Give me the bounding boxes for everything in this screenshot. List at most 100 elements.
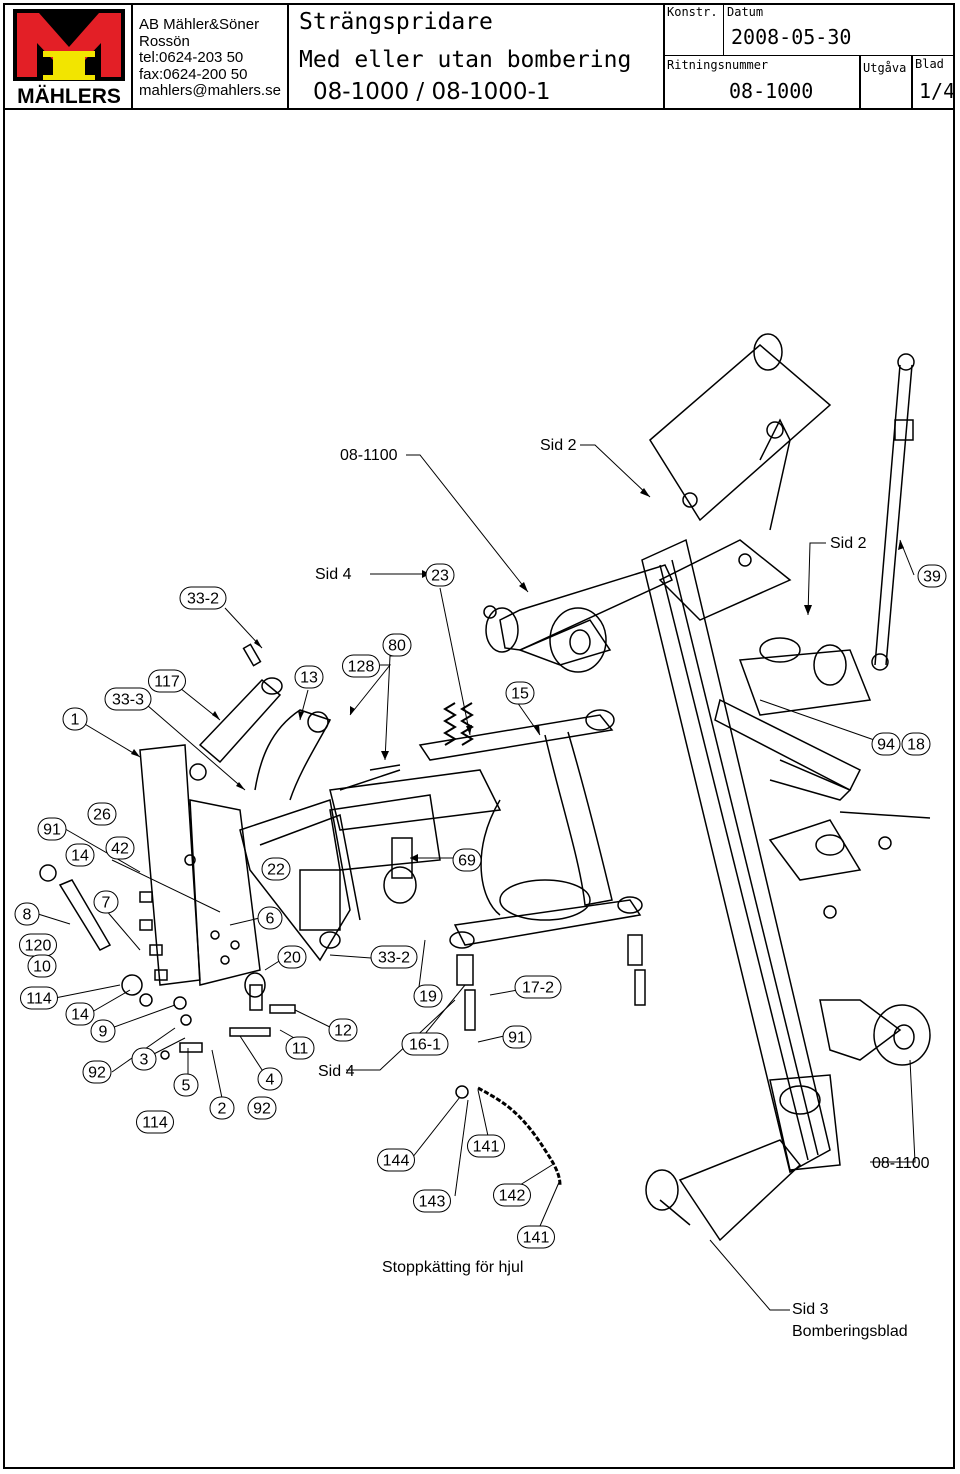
part-callout: 20 — [277, 945, 307, 969]
part-number-label: 143 — [419, 1194, 446, 1211]
part-number-label: 14 — [71, 848, 89, 865]
mahlers-logo: MÄHLERS — [13, 9, 125, 107]
part-number-label: 33-2 — [378, 950, 410, 967]
part-callout: 3 — [131, 1047, 157, 1071]
part-number-label: 141 — [473, 1139, 500, 1156]
part-number-label: 92 — [88, 1065, 106, 1082]
title-block: MÄHLERS AB Mähler&Söner Rossön tel:0624-… — [3, 3, 955, 110]
part-callout-bubble — [14, 902, 40, 926]
ritningsnummer-value: 08-1000 — [729, 79, 814, 103]
part-callout-bubble — [413, 984, 443, 1008]
part-callout-bubble — [452, 848, 482, 872]
part-callout: 6 — [257, 906, 283, 930]
part-number-label: 4 — [266, 1072, 275, 1089]
part-callout-bubble — [328, 1018, 358, 1042]
part-callout-bubble — [37, 817, 67, 841]
part-number-label: 17-2 — [522, 980, 554, 997]
part-callout-bubble — [413, 1189, 451, 1213]
part-callout-bubble — [27, 954, 57, 978]
stop-chain-caption: Stoppkätting för hjul — [382, 1259, 523, 1276]
part-callout-bubble — [401, 1032, 449, 1056]
konstr-label: Konstr. — [667, 5, 718, 19]
part-callout-bubble — [382, 633, 412, 657]
part-callout: 80 — [382, 633, 412, 657]
part-callout: 19 — [413, 984, 443, 1008]
part-callout-bubble — [20, 986, 58, 1010]
company-city: Rossön — [139, 32, 190, 50]
lower-wheel-assembly — [645, 999, 931, 1242]
drawing-part-numbers: 08-1000 / 08-1000-1 — [313, 79, 551, 105]
part-number-label: 6 — [266, 911, 275, 928]
part-callout-bubble — [425, 563, 455, 587]
part-callout: 1 — [62, 707, 88, 731]
part-callout-bubble — [247, 1096, 277, 1120]
part-number-label: 128 — [348, 659, 375, 676]
part-callout-bubble — [257, 906, 283, 930]
bomberingsblad-label: Bomberingsblad — [792, 1323, 908, 1340]
top-link-rod — [871, 353, 915, 671]
part-callout: 141 — [467, 1134, 505, 1158]
part-callout-bubble — [65, 843, 95, 867]
upper-wheel-arm — [483, 564, 673, 673]
svg-text:MÄHLERS: MÄHLERS — [17, 85, 121, 107]
part-callout-bubble — [493, 1183, 531, 1207]
blad-value: 1/4 — [919, 79, 956, 103]
part-number-label: 20 — [283, 950, 301, 967]
part-number-label: 39 — [923, 569, 941, 586]
part-callout-bubble — [261, 857, 291, 881]
drawing-subtitle: Med eller utan bombering — [299, 47, 632, 73]
part-callout-bubble — [517, 1225, 555, 1249]
part-callout: 12 — [328, 1018, 358, 1042]
part-callout: 91 — [37, 817, 67, 841]
part-callout-bubble — [179, 586, 227, 610]
left-bracket — [139, 744, 266, 998]
part-callout-bubble — [136, 1110, 174, 1134]
datum-value: 2008-05-30 — [731, 25, 852, 49]
part-callout-bubble — [370, 945, 418, 969]
part-callout: 22 — [261, 857, 291, 881]
sid2-top-label: Sid 2 — [540, 437, 577, 454]
part-callout: 42 — [105, 836, 135, 860]
part-callout-bubble — [502, 1025, 532, 1049]
company-email: mahlers@mahlers.se — [139, 82, 281, 99]
part-callout-bubble — [62, 707, 88, 731]
part-callout: 13 — [294, 665, 324, 689]
part-number-label: 33-2 — [187, 591, 219, 608]
part-callout: 33-2 — [179, 586, 227, 610]
part-number-label: 117 — [154, 674, 180, 691]
part-callout: 114 — [136, 1110, 174, 1134]
part-callout: 39 — [917, 564, 947, 588]
part-callout: 17-2 — [514, 975, 562, 999]
part-callout: 2 — [209, 1096, 235, 1120]
part-number-label: 33-3 — [112, 692, 144, 709]
part-number-label: 69 — [458, 853, 476, 870]
stop-chain — [455, 1085, 562, 1186]
part-callout-bubble — [148, 669, 186, 693]
part-number-label: 7 — [102, 895, 111, 912]
part-callout: 92 — [247, 1096, 277, 1120]
part-callout-bubble — [917, 564, 947, 588]
part-number-label: 120 — [25, 938, 52, 955]
part-callout: 94 — [871, 732, 901, 756]
part-callout-bubble — [377, 1148, 415, 1172]
part-callout-bubble — [82, 1060, 112, 1084]
part-callout: 26 — [87, 802, 117, 826]
part-callout-bubble — [871, 732, 901, 756]
part-callout-bubble — [131, 1047, 157, 1071]
company-fax: fax:0624-200 50 — [139, 65, 248, 83]
part-callout-bubble — [105, 836, 135, 860]
part-number-label: 91 — [508, 1030, 526, 1047]
part-callout-bubble — [285, 1036, 315, 1060]
part-callout-bubble — [104, 687, 152, 711]
part-number-label: 8 — [23, 907, 32, 924]
part-callout-bubble — [173, 1073, 199, 1097]
part-number-label: 92 — [253, 1101, 271, 1118]
part-callout-bubble — [65, 1002, 95, 1026]
part-callout-bubble — [93, 890, 119, 914]
part-callout: 23 — [425, 563, 455, 587]
part-callout: 9 — [90, 1019, 116, 1043]
part-number-label: 114 — [26, 991, 52, 1008]
part-callout-bubble — [257, 1067, 283, 1091]
ritningsnummer-label: Ritningsnummer — [667, 58, 769, 72]
part-number-label: 9 — [99, 1024, 108, 1041]
